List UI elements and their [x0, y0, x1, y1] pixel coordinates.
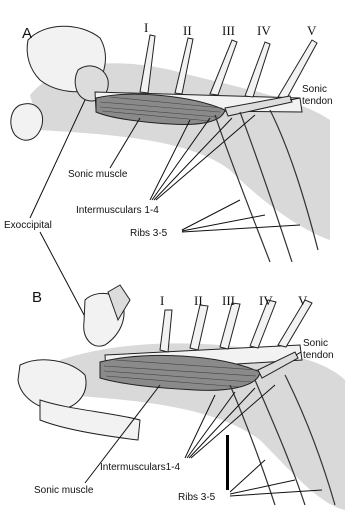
panel-a-vertebra-label-4: IV [257, 23, 271, 38]
panel-b-vertebra-label-5: V [298, 293, 308, 308]
panel-a-sonic-muscle-label: Sonic muscle [68, 169, 128, 180]
exoccipital-label: Exoccipital [4, 220, 52, 231]
panel-a-vertebra-label-1: I [144, 20, 148, 35]
panel-b-vertebra-label-3: III [222, 293, 235, 308]
panel-b-pectoral-bone [18, 360, 86, 410]
panel-a-letter: A [22, 25, 32, 42]
panel-b-vertebra-label-2: II [194, 293, 203, 308]
panel-a-pectoral-bone [11, 104, 43, 141]
panel-b: B I II III IV V Sonic tendon Sonic muscl… [18, 285, 345, 510]
panel-b-cleithrum [40, 400, 140, 440]
panel-b-ribs-label: Ribs 3-5 [178, 492, 216, 503]
panel-b-spine-3 [220, 303, 240, 349]
panel-a-vertebra-label-2: II [183, 23, 192, 38]
panel-b-intermusculars-label: Intermusculars1-4 [100, 462, 180, 473]
panel-b-scale-bar [226, 435, 229, 490]
panel-a-spine-4 [245, 42, 270, 97]
panel-b-vertebra-label-1: I [160, 293, 164, 308]
panel-a: A I II III IV V Sonic tendon Sonic muscl… [11, 20, 333, 262]
panel-b-spine-2 [190, 305, 208, 350]
panel-a-sonic-tendon-label-line1: Sonic [302, 84, 327, 95]
panel-a-vertebra-label-5: V [307, 23, 317, 38]
panel-a-intermusculars-label: Intermusculars 1-4 [76, 205, 159, 216]
panel-b-vertebra-label-4: IV [259, 293, 273, 308]
panel-a-sonic-tendon-label-line2: tendon [302, 96, 333, 107]
panel-b-sonic-tendon-label-line1: Sonic [303, 338, 328, 349]
panel-b-letter: B [32, 289, 42, 306]
panel-b-sonic-tendon-label-line2: tendon [303, 350, 334, 361]
panel-a-ribs-label: Ribs 3-5 [130, 228, 168, 239]
panel-b-sonic-muscle-label: Sonic muscle [34, 485, 94, 496]
panel-a-vertebra-label-3: III [222, 23, 235, 38]
